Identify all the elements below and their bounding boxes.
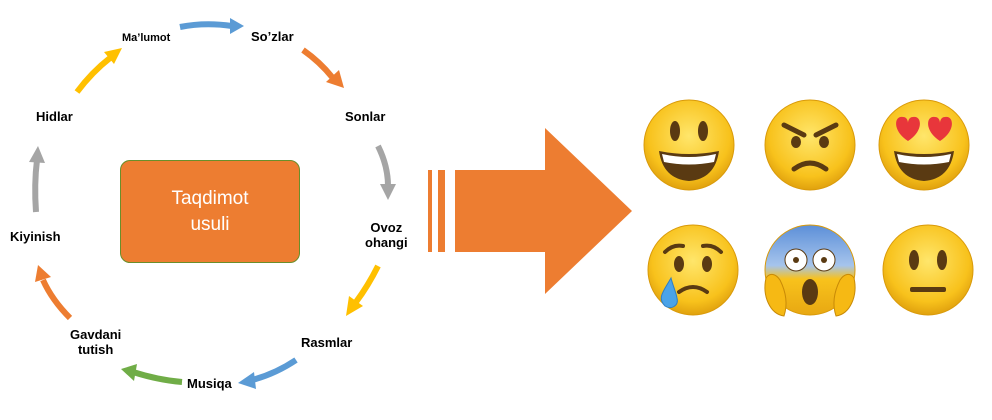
cycle-arrows xyxy=(29,18,396,389)
center-box-taqdimot-usuli: Taqdimot usuli xyxy=(120,160,300,263)
arrow-body xyxy=(455,128,632,294)
label-malumot: Ma’lumot xyxy=(122,32,171,44)
label-gavdani-line2: tutish xyxy=(77,342,114,357)
label-ovoz-line2: ohangi xyxy=(365,235,408,250)
label-gavdani-tutish: Gavdani tutish xyxy=(70,327,121,357)
crying-face-icon xyxy=(647,224,739,316)
angry-face-icon xyxy=(764,99,856,191)
neutral-face-icon xyxy=(882,224,974,316)
arrow-rasmlar-to-musiqa xyxy=(238,357,298,389)
emoji-grid xyxy=(643,99,974,317)
label-sonlar: Sonlar xyxy=(345,109,386,124)
big-right-arrow xyxy=(428,128,632,294)
arrow-kiyinish-to-hidlar xyxy=(29,146,45,213)
screaming-face-icon xyxy=(764,224,856,317)
label-ovoz-line1: Ovoz xyxy=(370,220,403,235)
arrow-ovoz-to-rasmlar xyxy=(346,264,381,316)
label-hidlar: Hidlar xyxy=(36,109,73,124)
arrow-sonlar-to-ovoz xyxy=(375,144,396,200)
center-label-line1: Taqdimot xyxy=(171,187,249,209)
center-label-line2: usuli xyxy=(190,213,230,235)
label-sozlar: So’zlar xyxy=(251,29,294,44)
label-gavdani-line1: Gavdani xyxy=(70,327,122,342)
arrow-stripe-2 xyxy=(438,170,445,252)
grinning-face-icon xyxy=(643,99,735,191)
label-musiqa: Musiqa xyxy=(187,376,232,391)
arrow-hidlar-to-malumot xyxy=(74,48,122,94)
arrow-musiqa-to-gavdani xyxy=(121,364,183,385)
arrow-sozlar-to-sonlar xyxy=(301,47,344,88)
label-kiyinish: Kiyinish xyxy=(10,229,61,244)
arrow-gavdani-to-kiyinish xyxy=(35,265,73,321)
heart-eyes-face-icon xyxy=(878,99,970,191)
label-rasmlar: Rasmlar xyxy=(301,335,353,350)
arrow-stripe-1 xyxy=(428,170,432,252)
arrow-malumot-to-sozlar xyxy=(179,18,244,34)
label-ovoz-ohangi: Ovoz ohangi xyxy=(365,220,408,250)
